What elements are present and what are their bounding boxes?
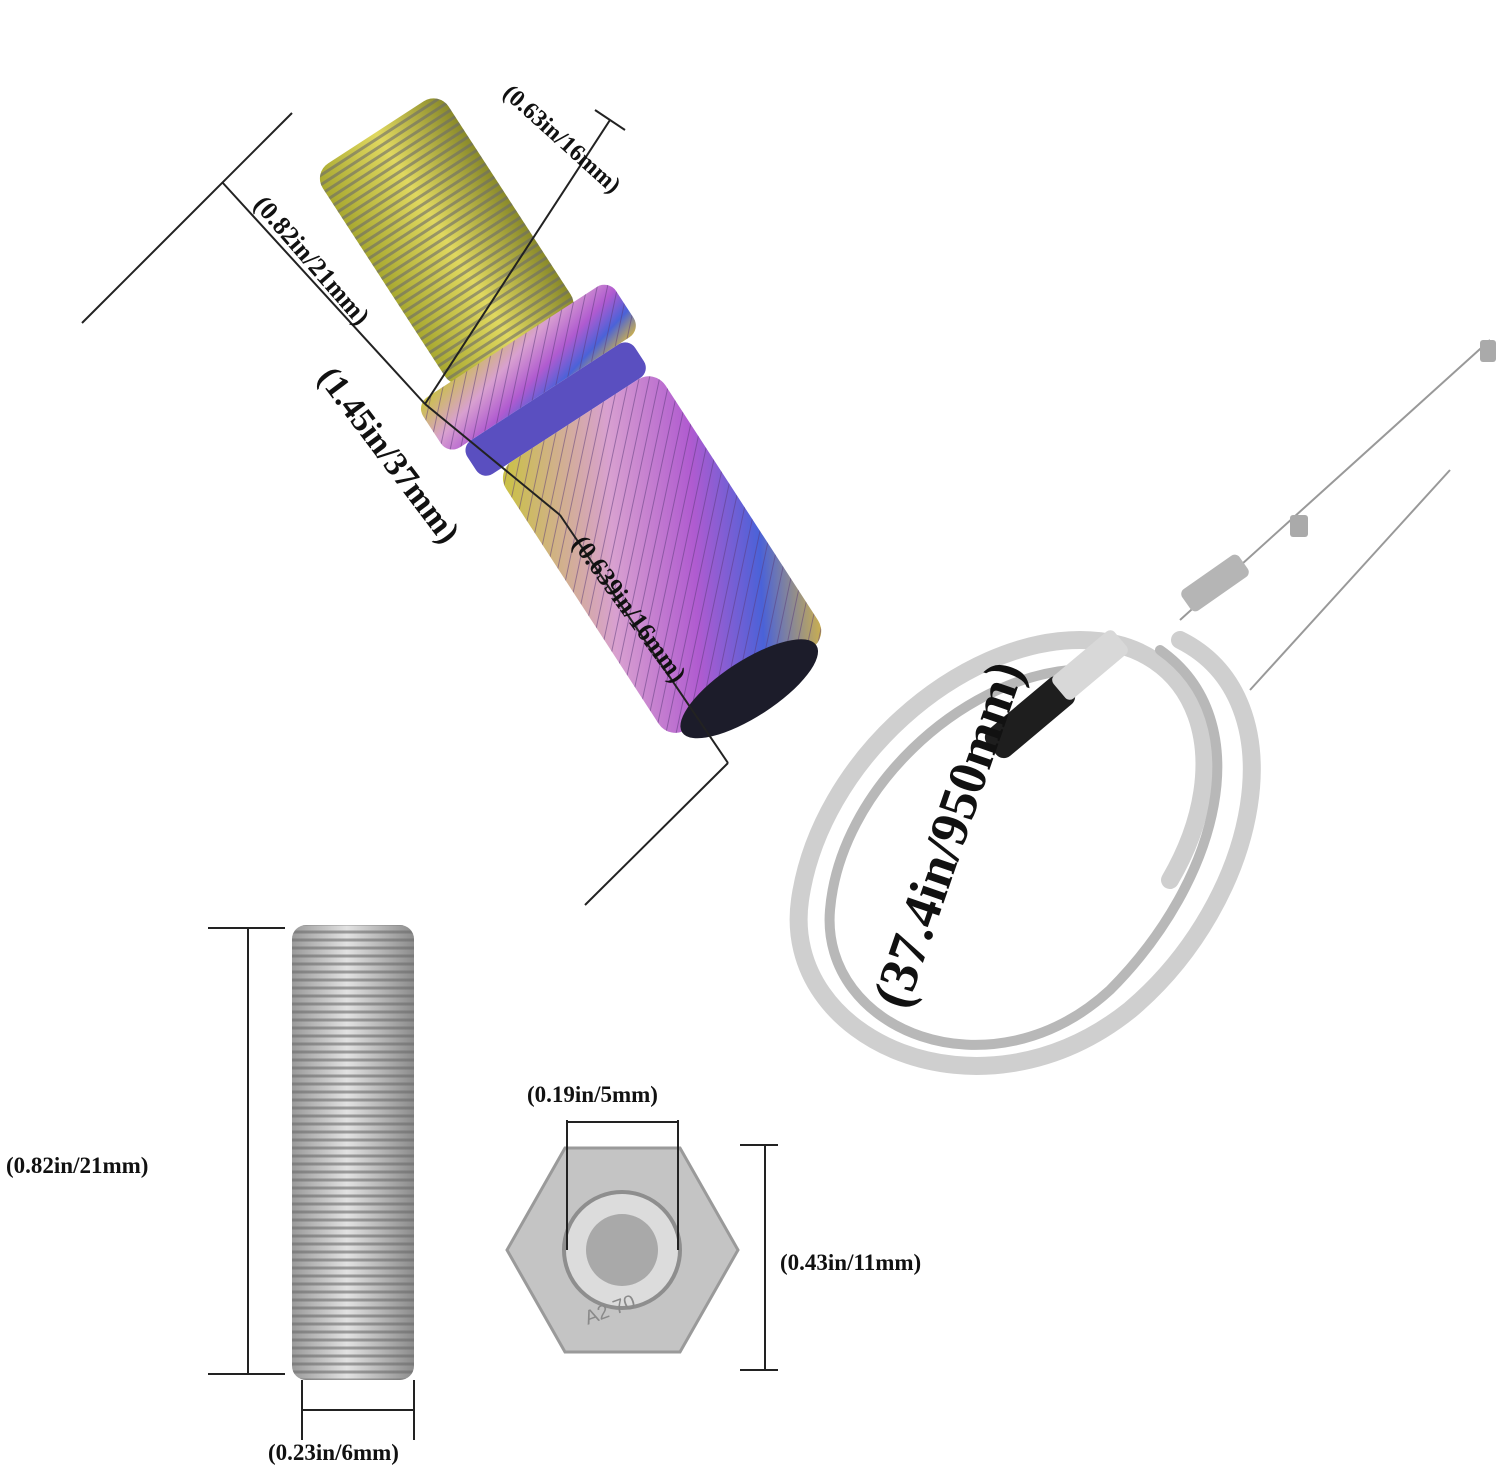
stud-length-label: (0.82in/21mm) (6, 1153, 149, 1178)
nut-inner-diameter-label: (0.19in/5mm) (527, 1082, 658, 1107)
stud-dimension-lines (208, 927, 415, 1440)
adjuster-dimension-lines (81, 109, 729, 906)
nut-height-label: (0.43in/11mm) (780, 1250, 922, 1275)
rainbow-cable-adjuster-icon (319, 98, 822, 739)
throttle-cable-icon (789, 339, 1496, 1075)
stud-diameter-label: (0.23in/6mm) (268, 1440, 399, 1465)
threaded-stud-icon (292, 925, 414, 1380)
hex-nut-icon: A2 70 (505, 1146, 740, 1354)
nut-dimension-lines (566, 1120, 778, 1371)
